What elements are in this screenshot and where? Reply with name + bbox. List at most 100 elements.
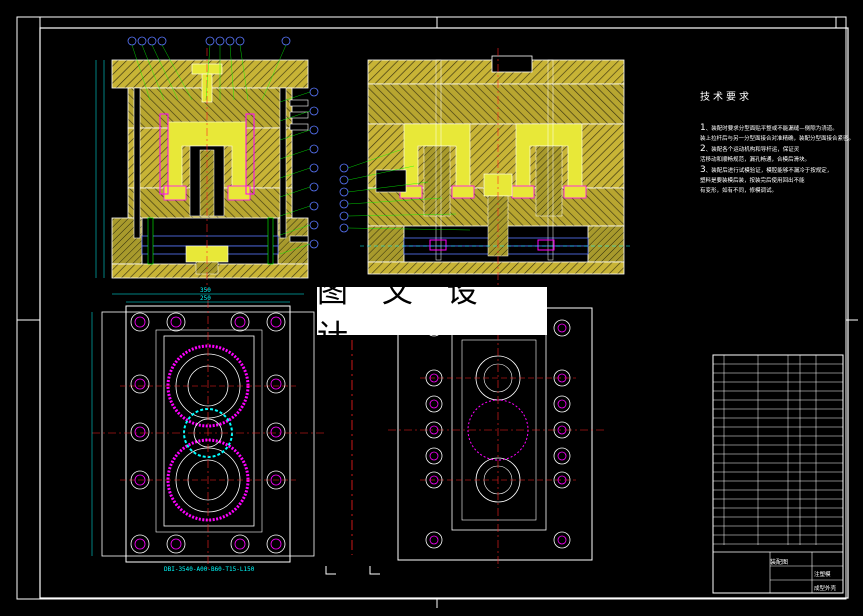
bolt-hole [553, 369, 571, 387]
bolt-hole [266, 374, 286, 394]
balloon [309, 144, 319, 154]
bolt-hole-inner [234, 538, 246, 550]
requirement-number: 3 [700, 165, 706, 175]
balloon [309, 163, 319, 173]
leader-line [279, 186, 311, 198]
leader-line [261, 44, 287, 101]
bolt-hole-inner [429, 451, 439, 461]
technical-requirements: 技术要求 1、装配时要求分型面贴平整或不能漏缝—侧隙为浇道。装上拉杆后与另一分型… [700, 88, 854, 196]
title-block-assembly: 装配图 [770, 559, 789, 566]
leader-line [279, 243, 311, 255]
requirement-line: 有变形，如有不同，修模调试。 [700, 186, 850, 196]
balloon [281, 36, 291, 46]
bolt-hole [130, 374, 150, 394]
balloon [309, 220, 319, 230]
leader-line [347, 197, 443, 205]
bolt-hole-inner [134, 474, 146, 486]
balloon [137, 36, 147, 46]
bolt-hole [553, 421, 571, 439]
balloon [339, 199, 349, 209]
leader-line [141, 44, 165, 101]
bolt-hole-inner [429, 373, 439, 383]
leader-line [151, 44, 179, 101]
bolt-hole-inner [429, 475, 439, 485]
balloon [157, 36, 167, 46]
leader-line [239, 44, 249, 101]
bolt-hole [266, 534, 286, 554]
requirement-line: 2、装配各个运动机构和导杆运，保证灵 [700, 144, 850, 155]
bolt-hole-inner [134, 538, 146, 550]
balloon [127, 36, 137, 46]
requirement-line: 塑料是要装模后装，按装完后使用回出不能 [700, 176, 850, 186]
balloon [309, 106, 319, 116]
leader-line [347, 181, 429, 193]
bolt-hole-inner [270, 474, 282, 486]
bolt-hole [130, 470, 150, 490]
requirement-line: 活移动和顺畅规范，漏孔畅通，合模后滑块。 [700, 155, 850, 165]
bolt-hole [425, 369, 443, 387]
requirement-text: 装上拉杆后与另一分型面接合对准精确，装配分型面接合紧密。 [700, 136, 855, 142]
bolt-hole [425, 471, 443, 489]
bolt-hole [425, 395, 443, 413]
balloon [309, 201, 319, 211]
leader-line [279, 91, 311, 103]
balloon [225, 36, 235, 46]
bolt-hole [425, 531, 443, 549]
title-block [712, 354, 844, 594]
bolt-hole-inner [557, 535, 567, 545]
bolt-hole-inner [134, 426, 146, 438]
bolt-hole-inner [270, 316, 282, 328]
bolt-hole [230, 534, 250, 554]
balloon [215, 36, 225, 46]
bolt-hole [230, 312, 250, 332]
leader-line [229, 44, 235, 101]
requirement-line: 装上拉杆后与另一分型面接合对准精确，装配分型面接合紧密。 [700, 134, 854, 144]
leader-line [347, 149, 401, 169]
balloon [339, 163, 349, 173]
technical-requirements-title: 技术要求 [700, 92, 752, 103]
part-balloons-left [127, 36, 319, 255]
leader-line [279, 205, 311, 217]
bolt-hole [166, 534, 186, 554]
bolt-hole [425, 447, 443, 465]
leader-line [279, 224, 311, 236]
bolt-hole [130, 422, 150, 442]
requirement-text: 活移动和顺畅规范，漏孔畅通，合模后滑块。 [700, 157, 811, 163]
leader-line [205, 44, 211, 101]
balloon [235, 36, 245, 46]
bolt-hole-inner [557, 425, 567, 435]
requirement-text: 、装配后进行试模验证，模腔能够不漏冷于按规定， [705, 168, 833, 174]
balloon [309, 125, 319, 135]
bolt-hole-inner [134, 378, 146, 390]
leader-line [161, 44, 193, 101]
requirement-number: 2 [700, 144, 706, 154]
bolt-hole [553, 395, 571, 413]
requirement-line: 1、装配时要求分型面贴平整或不能漏缝—侧隙为浇道。 [700, 123, 850, 134]
requirement-text: 塑料是要装模后装，按装完后使用回出不能 [700, 178, 805, 184]
dim-top-width: 350 [200, 287, 211, 294]
bolt-hole-inner [270, 538, 282, 550]
leader-line [131, 44, 151, 101]
bolt-holes-right [425, 319, 571, 549]
leader-line [347, 165, 415, 181]
title-block-part-number: 注塑模 [814, 572, 831, 578]
bolt-hole-inner [429, 535, 439, 545]
bolt-hole-inner [557, 323, 567, 333]
bolt-hole [130, 312, 150, 332]
requirement-text: 有变形，如有不同，修模调试。 [700, 188, 778, 194]
requirement-text: 、装配时要求分型面贴平整或不能漏缝—侧隙为浇道。 [705, 126, 838, 132]
bolt-hole-inner [134, 316, 146, 328]
watermark: 图 文 设 计 [317, 274, 547, 355]
bolt-hole-inner [170, 538, 182, 550]
balloon [339, 187, 349, 197]
bolt-hole [553, 531, 571, 549]
bolt-hole-inner [270, 378, 282, 390]
bolt-holes-left [130, 312, 286, 554]
dim-top-width-inner: 250 [200, 295, 211, 302]
title-block-drawing-name: 成型外壳 [814, 586, 837, 592]
bolt-hole-inner [429, 425, 439, 435]
section-view-left [95, 48, 309, 290]
bolt-hole-inner [557, 451, 567, 461]
